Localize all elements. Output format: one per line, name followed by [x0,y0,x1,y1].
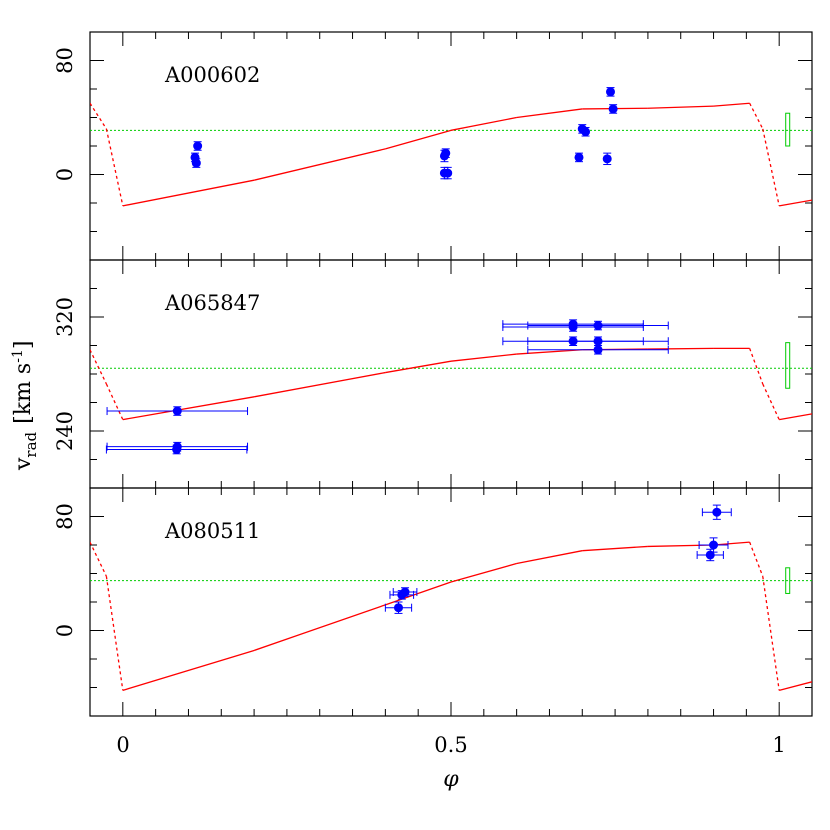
model-curve-segment [516,550,583,565]
data-point [172,406,182,416]
data-point [568,322,578,332]
model-curve-segment [450,353,517,362]
data-point [709,540,719,550]
panel-content [90,319,812,455]
x-axis-title: φ [443,767,459,792]
y-axis-title: vrad [km s-1] [10,341,40,471]
model-curve-segment [90,102,107,130]
panel-content [90,87,812,207]
velocity-range-bar [785,112,791,147]
model-curve-segment [385,129,452,150]
model-curve-segment [90,541,107,577]
model-curve-segment [749,348,764,385]
y-axis-title-sub: rad [22,431,40,457]
y-axis-title-units: [km s [11,363,36,424]
y-tick-label: 0 [53,624,77,637]
panel-label: A080511 [164,519,260,543]
y-tick-label: 0 [53,168,77,181]
model-curve-segment [779,199,812,207]
velocity-range-bar [785,567,791,594]
model-curve-segment [122,649,255,691]
y-tick-label: 80 [53,47,77,74]
panel-A065847: 240 320 A065847 [53,259,813,489]
velocity-range-bar [785,342,791,389]
model-curve-segment [450,116,517,131]
data-point [441,148,451,158]
model-curve-segment [253,148,386,181]
x-tick-label-0: 0 [116,733,129,757]
model-curve-segment [253,371,386,398]
y-tick-label: 80 [53,503,77,530]
model-curve-segment [385,581,452,606]
data-point [191,158,201,168]
y-axis-title-close: ] [11,341,36,350]
model-curve-segment [90,349,107,385]
data-point [443,168,453,178]
x-tick-label-2: 1 [772,733,785,757]
model-curve-segment [749,541,764,577]
model-curve-segment [105,383,124,420]
model-curve-segment [762,128,780,206]
model-curve-segment [385,360,452,374]
data-point [705,550,715,560]
data-point [593,321,603,331]
model-curve-segment [253,604,386,652]
y-tick-label: 320 [53,297,77,337]
model-curve-segment [762,576,780,691]
model-curve-segment [779,413,812,421]
data-point [172,445,182,455]
data-point [605,87,615,97]
model-curve-segment [762,383,780,420]
model-curve-segment [779,681,812,691]
data-point [574,152,584,162]
data-point [602,154,612,164]
model-curve-segment [749,102,764,130]
data-point [593,336,603,346]
model-curve-segment [122,179,255,207]
y-tick-label: 240 [53,411,77,451]
data-point [393,603,403,613]
data-point [712,507,722,517]
model-curve-segment [450,562,517,583]
model-curve-segment [105,128,124,206]
x-axis-labels: 0 0.5 1 [116,733,785,757]
model-curve-segment [105,576,124,691]
model-curve-segment [582,545,648,552]
data-point [193,141,203,151]
x-tick-label-1: 0.5 [434,733,467,757]
panel-label: A065847 [164,291,260,315]
data-point [608,104,618,114]
panel-label: A000602 [164,63,260,87]
model-curve-segment [713,102,750,107]
data-point [593,345,603,355]
model-curve-segment [122,396,255,421]
y-axis-title-sup: -1 [10,349,26,363]
data-point [400,587,410,597]
model-curve-segment [516,349,583,355]
model-curve-segment [516,108,583,119]
data-point [581,127,591,137]
model-curve-segment [647,347,714,350]
y-axis-title-main: v [11,457,36,471]
panel-content [90,504,812,691]
model-curve-segment [647,105,714,109]
